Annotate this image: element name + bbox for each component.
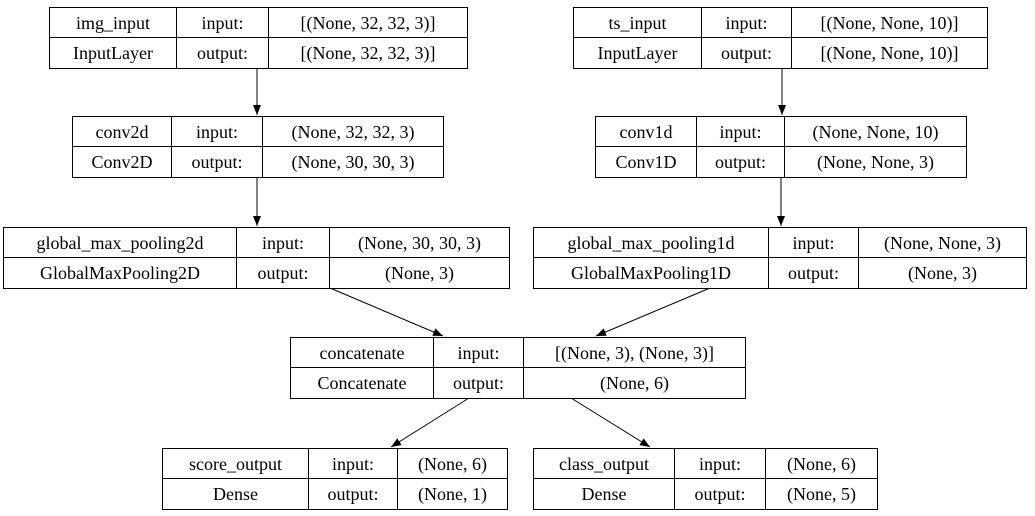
output-label: output: [176,38,268,68]
layer-type: Conv1D [615,152,677,172]
edge-global-max-pooling1d-to-concatenate [595,287,711,337]
node-class-output: class_output input: (None, 6) Dense outp… [533,448,878,510]
output-shape: (None, None, 3) [784,147,966,177]
output-shape: (None, 5) [765,479,877,509]
input-shape: [(None, None, 10)] [791,8,987,38]
layer-type: Dense [581,484,627,504]
layer-type: Conv2D [91,152,153,172]
edge-concatenate-to-score-output [390,397,470,448]
input-shape: (None, 6) [765,449,877,479]
input-shape: [(None, 3), (None, 3)] [523,338,745,368]
node-img-input: img_input input: [(None, 32, 32, 3)] Inp… [49,7,468,69]
output-label: output: [696,147,784,177]
layer-type: InputLayer [73,43,153,63]
output-shape: [(None, 32, 32, 3)] [268,38,467,68]
layer-type: Dense [213,484,258,504]
output-label: output: [701,38,791,68]
layer-type: GlobalMaxPooling1D [571,263,731,283]
output-label: output: [768,258,858,288]
input-label: input: [433,338,523,368]
layer-type: GlobalMaxPooling2D [40,263,200,283]
node-ts-input: ts_input input: [(None, None, 10)] Input… [573,7,988,69]
input-label: input: [696,117,784,147]
input-shape: (None, None, 3) [858,228,1026,258]
input-label: input: [308,449,397,479]
output-label: output: [674,479,765,509]
output-shape: (None, 6) [523,368,745,398]
node-score-output: score_output input: (None, 6) Dense outp… [162,448,508,510]
output-label: output: [236,258,329,288]
node-conv1d: conv1d input: (None, None, 10) Conv1D ou… [595,116,967,178]
edge-global-max-pooling2d-to-concatenate [329,287,444,337]
input-shape: (None, None, 10) [784,117,966,147]
layer-type: Concatenate [317,373,407,393]
input-shape: (None, 6) [397,449,507,479]
output-label: output: [433,368,523,398]
layer-name: global_max_pooling1d [534,228,768,258]
output-label: output: [171,147,262,177]
layer-name: global_max_pooling2d [4,228,236,258]
layer-name: concatenate [291,338,433,368]
input-label: input: [701,8,791,38]
input-shape: (None, 30, 30, 3) [329,228,509,258]
output-shape: (None, 3) [329,258,509,288]
input-label: input: [768,228,858,258]
output-shape: (None, 3) [858,258,1026,288]
node-global-max-pooling2d: global_max_pooling2d input: (None, 30, 3… [3,227,510,289]
output-shape: [(None, None, 10)] [791,38,987,68]
input-label: input: [171,117,262,147]
layer-type: InputLayer [597,43,678,63]
layer-name: score_output [163,449,308,479]
edge-concatenate-to-class-output [570,397,651,448]
input-shape: [(None, 32, 32, 3)] [268,8,467,38]
input-label: input: [674,449,765,479]
node-global-max-pooling1d: global_max_pooling1d input: (None, None,… [533,227,1027,289]
output-shape: (None, 30, 30, 3) [262,147,443,177]
output-label: output: [308,479,397,509]
layer-name: img_input [50,8,176,38]
node-conv2d: conv2d input: (None, 32, 32, 3) Conv2D o… [72,116,444,178]
layer-name: ts_input [574,8,701,38]
output-shape: (None, 1) [397,479,507,509]
node-concatenate: concatenate input: [(None, 3), (None, 3)… [290,337,746,399]
layer-name: conv1d [596,117,696,147]
input-label: input: [236,228,329,258]
layer-name: conv2d [73,117,171,147]
layer-name: class_output [534,449,674,479]
input-shape: (None, 32, 32, 3) [262,117,443,147]
input-label: input: [176,8,268,38]
